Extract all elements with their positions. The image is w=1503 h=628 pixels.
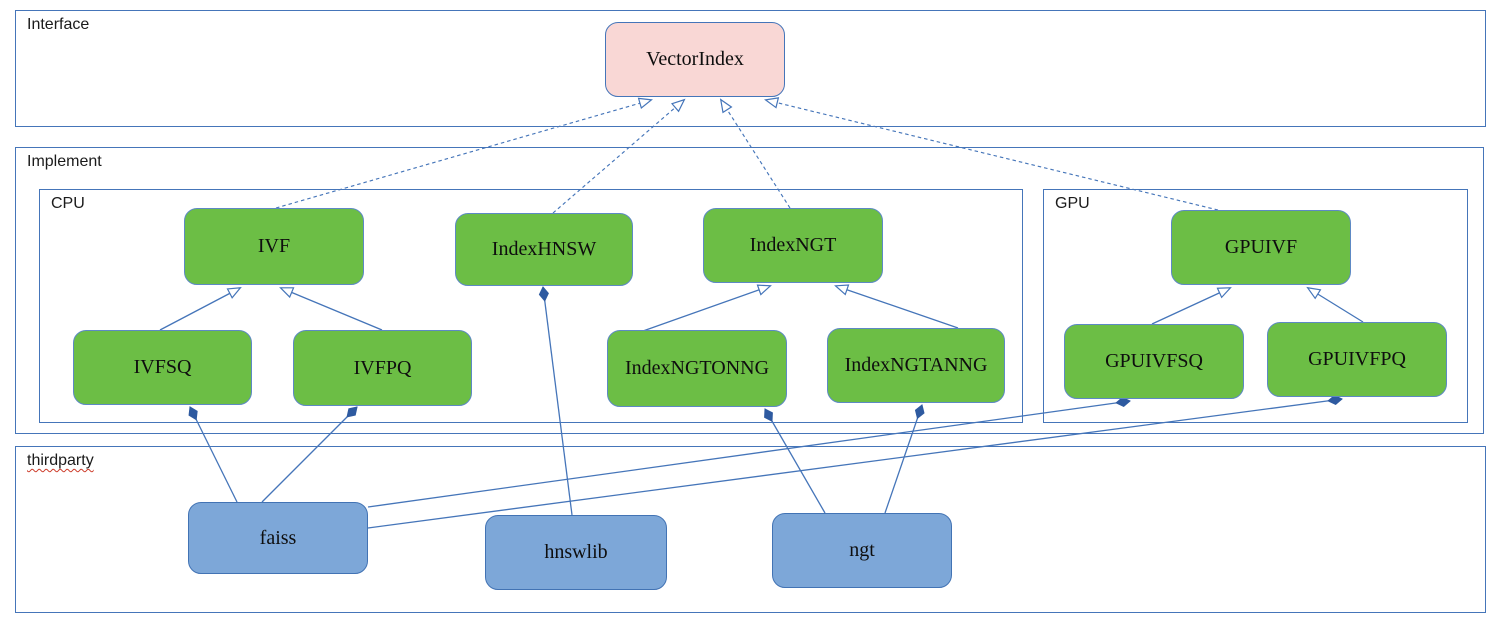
edge-indexhnsw-vectorindex[interactable] xyxy=(552,98,686,214)
node-label: GPUIVFSQ xyxy=(1105,350,1203,372)
node-ivf[interactable]: IVF xyxy=(184,208,364,285)
container-label-cpu: CPU xyxy=(51,195,85,212)
edge-gpuivfpq-gpuivf[interactable] xyxy=(1306,286,1364,323)
container-implement[interactable]: Implement xyxy=(15,147,1484,434)
container-cpu[interactable]: CPU xyxy=(39,189,1023,423)
node-label: GPUIVFPQ xyxy=(1308,348,1406,370)
node-label: IndexNGT xyxy=(749,234,837,256)
edge-hnswlib-indexhnsw[interactable] xyxy=(538,286,573,516)
node-label: IVFSQ xyxy=(133,356,192,378)
edge-gpuivfsq-gpuivf[interactable] xyxy=(1151,287,1232,325)
edge-ivf-vectorindex[interactable] xyxy=(275,97,653,209)
node-label: hnswlib xyxy=(544,541,608,563)
node-label: IndexHNSW xyxy=(491,238,597,260)
node-label: IVFPQ xyxy=(353,356,412,379)
node-label: VectorIndex xyxy=(646,48,744,70)
container-label-implement: Implement xyxy=(27,153,102,170)
node-label: IndexNGTANNG xyxy=(844,354,988,376)
container-gpu[interactable]: GPU xyxy=(1043,189,1468,423)
node-faiss[interactable]: faiss xyxy=(188,502,368,574)
node-label: faiss xyxy=(259,526,297,549)
node-label: GPUIVF xyxy=(1224,236,1298,258)
edge-indexngtanng-indexngt[interactable] xyxy=(834,284,959,329)
node-indexngt[interactable]: IndexNGT xyxy=(703,208,883,283)
node-hnswlib[interactable]: hnswlib xyxy=(485,515,667,590)
node-label: IVF xyxy=(257,235,291,257)
edge-faiss-gpuivfsq[interactable] xyxy=(367,396,1131,508)
node-label: IndexNGTONNG xyxy=(624,357,770,379)
node-ivfsq[interactable]: IVFSQ xyxy=(73,330,252,405)
container-thirdparty[interactable]: thirdparty xyxy=(15,446,1486,613)
edge-ivfsq-ivf[interactable] xyxy=(159,287,242,331)
container-label-thirdparty: thirdparty xyxy=(27,452,94,469)
edge-indexngtonng-indexngt[interactable] xyxy=(642,284,772,332)
container-label-gpu: GPU xyxy=(1055,195,1090,212)
node-ivfpq[interactable]: IVFPQ xyxy=(293,330,472,406)
edge-faiss-gpuivfpq[interactable] xyxy=(367,394,1343,529)
edge-faiss-ivfsq[interactable] xyxy=(188,406,238,503)
edge-ngt-indexngtonng[interactable] xyxy=(764,408,826,514)
node-gpuivfsq[interactable]: GPUIVFSQ xyxy=(1064,324,1244,399)
edge-ngt-indexngtanng[interactable] xyxy=(884,404,925,514)
node-vectorindex[interactable]: VectorIndex xyxy=(605,22,785,97)
node-gpuivf[interactable]: GPUIVF xyxy=(1171,210,1351,285)
edge-ivfpq-ivf[interactable] xyxy=(279,287,383,331)
edge-indexngt-vectorindex[interactable] xyxy=(719,98,791,209)
container-label-interface: Interface xyxy=(27,16,90,33)
node-indexngtonng[interactable]: IndexNGTONNG xyxy=(607,330,787,407)
node-gpuivfpq[interactable]: GPUIVFPQ xyxy=(1267,322,1447,397)
node-indexhnsw[interactable]: IndexHNSW xyxy=(455,213,633,286)
edge-faiss-ivfpq[interactable] xyxy=(261,406,358,503)
container-interface[interactable]: Interface xyxy=(15,10,1486,127)
node-label: ngt xyxy=(849,539,875,561)
node-indexngtanng[interactable]: IndexNGTANNG xyxy=(827,328,1005,403)
node-ngt[interactable]: ngt xyxy=(772,513,952,588)
